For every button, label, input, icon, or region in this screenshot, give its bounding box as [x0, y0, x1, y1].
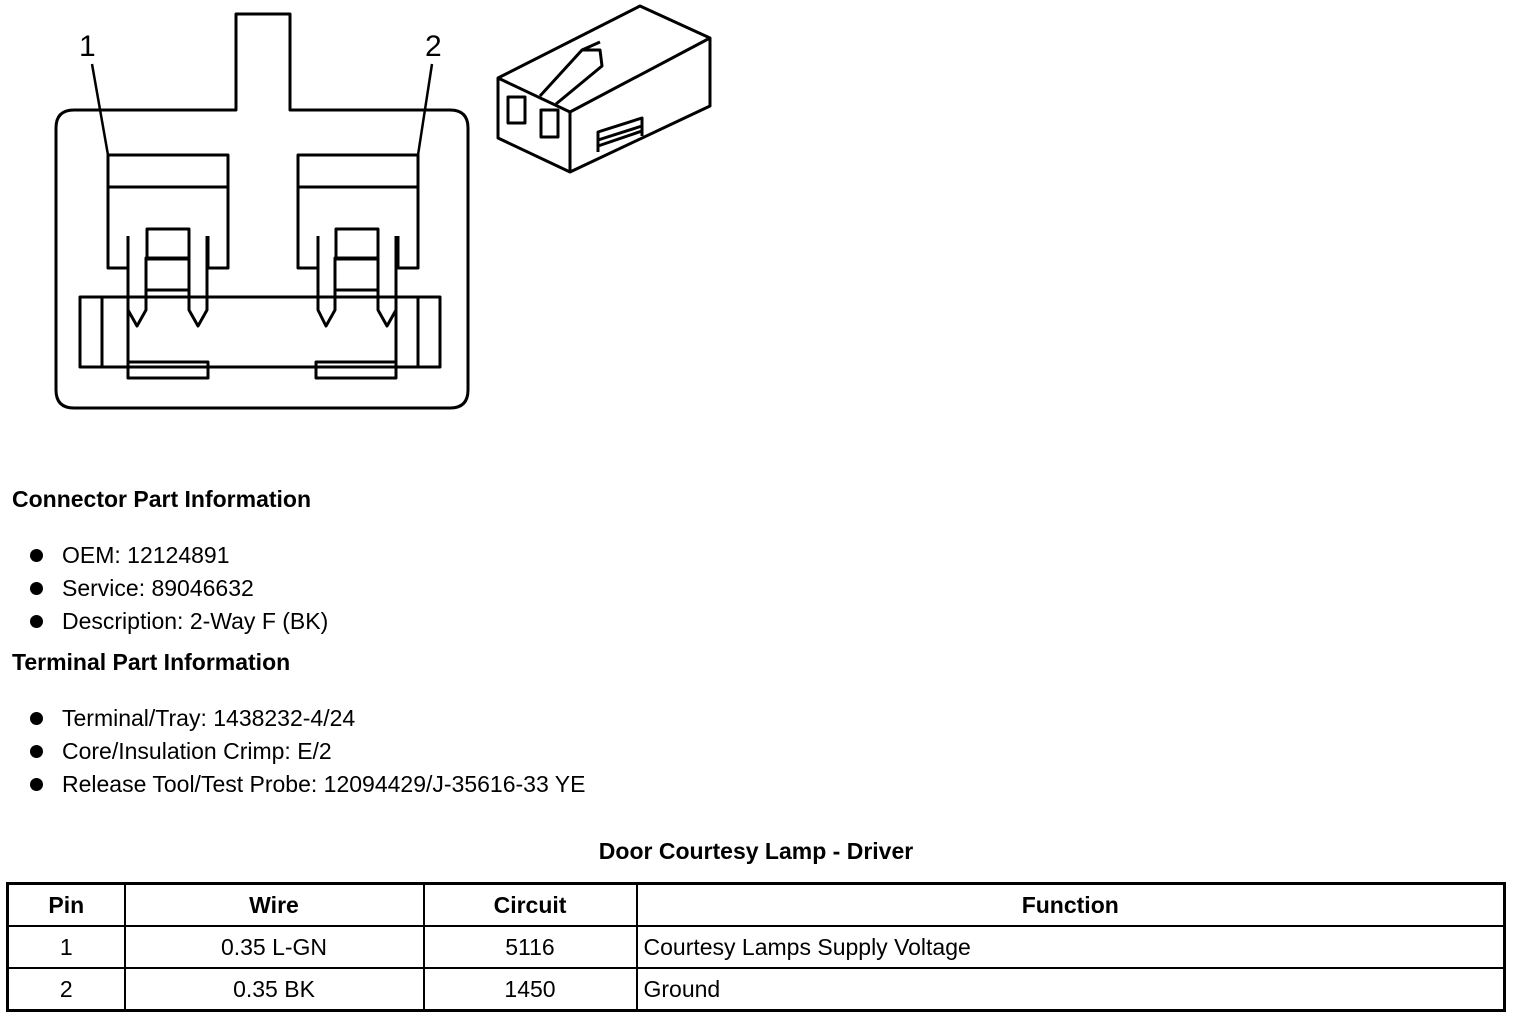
list-item: Description: 2-Way F (BK): [30, 605, 328, 638]
terminal-1: [106, 153, 230, 328]
pin-2-leader: [416, 63, 434, 156]
cell-circuit: 5116: [422, 925, 638, 969]
table-row: 2 0.35 BK 1450 Ground: [6, 967, 1506, 1012]
cell-wire: 0.35 L-GN: [123, 925, 425, 969]
cell-function: Courtesy Lamps Supply Voltage: [635, 925, 1506, 969]
terminal-info-list: Terminal/Tray: 1438232-4/24 Core/Insulat…: [30, 702, 585, 801]
pin-2-label: 2: [425, 30, 442, 63]
pin-1-leader: [90, 63, 110, 156]
header-wire: Wire: [123, 882, 425, 927]
list-item: OEM: 12124891: [30, 539, 328, 572]
cell-pin: 2: [6, 967, 126, 1012]
header-function: Function: [635, 882, 1506, 927]
table-title: Door Courtesy Lamp - Driver: [598, 838, 914, 864]
bullet-icon: [30, 615, 43, 628]
connector-diagram: 1 2: [54, 4, 712, 410]
connector-info-heading: Connector Part Information: [12, 486, 312, 512]
bullet-icon: [30, 549, 43, 562]
list-item: Service: 89046632: [30, 572, 328, 605]
terminal-info-heading: Terminal Part Information: [12, 649, 291, 675]
connector-info-list: OEM: 12124891 Service: 89046632 Descript…: [30, 539, 328, 638]
connector-housing: [54, 12, 470, 410]
pin-1-label: 1: [79, 30, 96, 63]
pinout-table: Pin Wire Circuit Function 1 0.35 L-GN 51…: [6, 882, 1506, 1012]
bullet-icon: [30, 582, 43, 595]
header-circuit: Circuit: [422, 882, 638, 927]
cell-pin: 1: [6, 925, 126, 969]
connector-isometric: [496, 4, 712, 174]
bullet-icon: [30, 778, 43, 791]
list-item: Release Tool/Test Probe: 12094429/J-3561…: [30, 768, 585, 801]
terminal-2: [296, 153, 420, 328]
cell-function: Ground: [635, 967, 1506, 1012]
cell-wire: 0.35 BK: [123, 967, 425, 1012]
table-row: 1 0.35 L-GN 5116 Courtesy Lamps Supply V…: [6, 925, 1506, 969]
cell-circuit: 1450: [422, 967, 638, 1012]
list-item: Core/Insulation Crimp: E/2: [30, 735, 585, 768]
bullet-icon: [30, 712, 43, 725]
list-item: Terminal/Tray: 1438232-4/24: [30, 702, 585, 735]
bullet-icon: [30, 745, 43, 758]
header-pin: Pin: [6, 882, 126, 927]
connector-base-rail: [78, 295, 442, 369]
table-header-row: Pin Wire Circuit Function: [6, 882, 1506, 927]
